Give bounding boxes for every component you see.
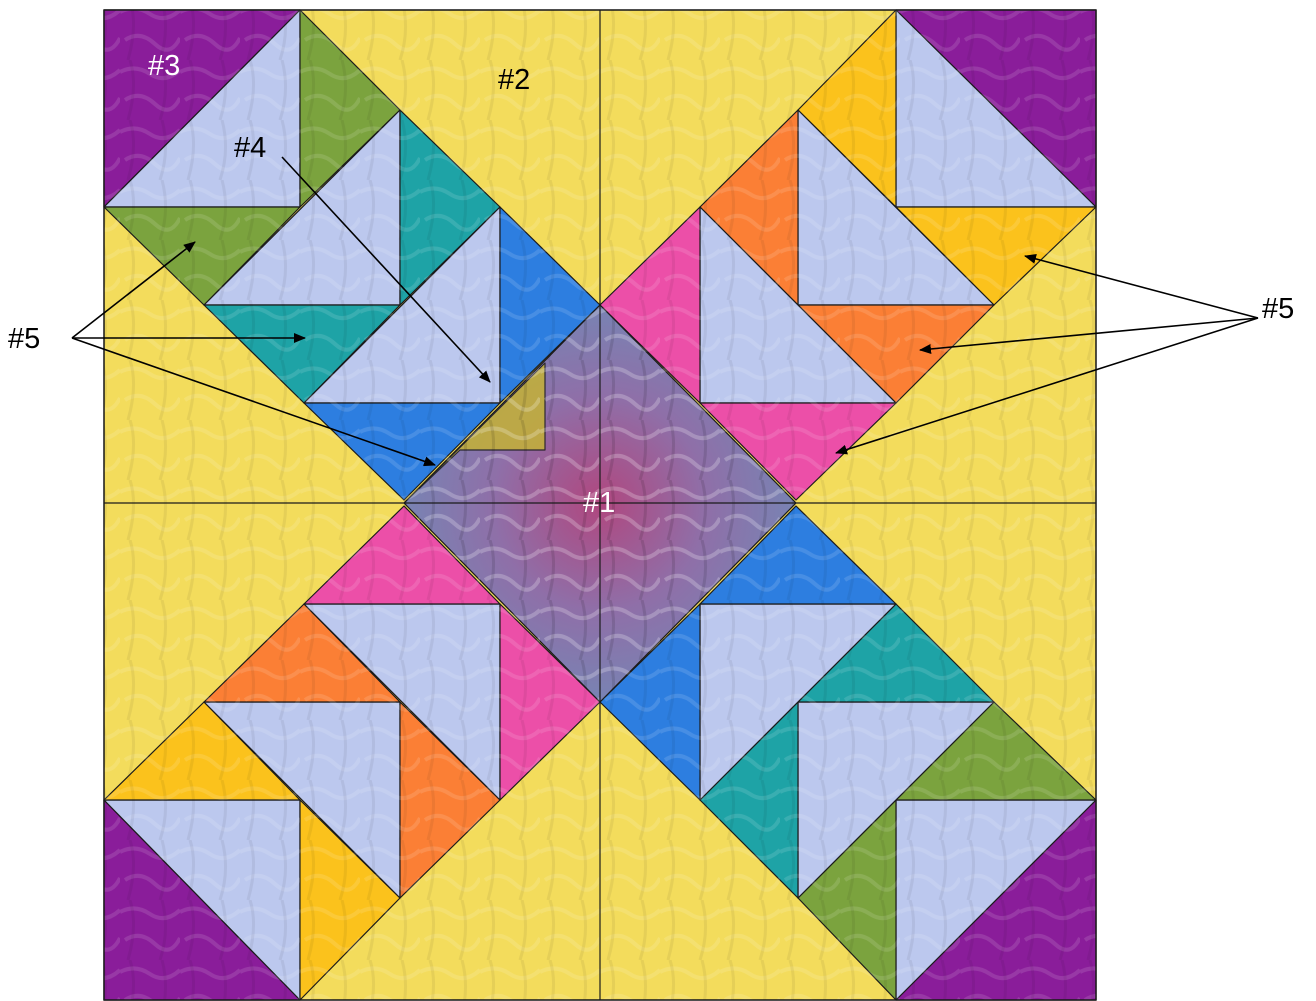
label-center: #1 bbox=[583, 487, 615, 519]
label-background: #2 bbox=[498, 64, 530, 96]
label-corner: #3 bbox=[148, 50, 180, 82]
label-flying-geese: #4 bbox=[234, 132, 266, 164]
label-group-left: #5 bbox=[8, 323, 40, 355]
label-group-right: #5 bbox=[1262, 293, 1294, 325]
